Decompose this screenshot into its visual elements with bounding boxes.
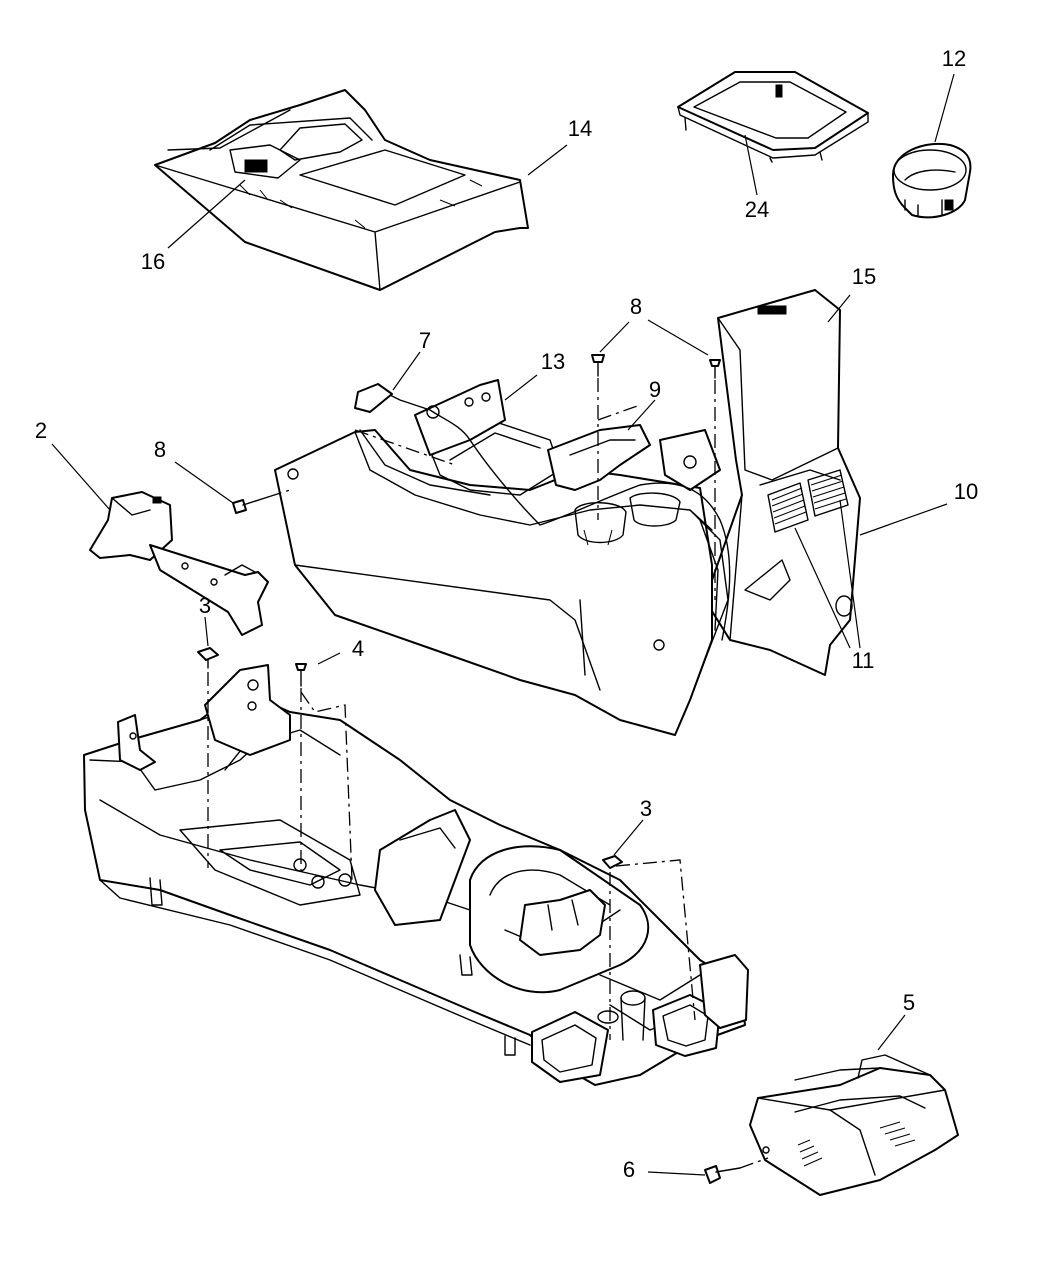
fastener-3-left [197,647,219,669]
fastener-3-right [602,855,623,869]
callout-3-left: 3 [199,593,211,618]
leader-lines [51,73,955,1176]
part-2-bracket [89,491,269,636]
callout-11: 11 [852,648,875,673]
callout-labels: 12 14 16 24 15 8 8 7 13 9 2 8 10 3 4 11 … [35,46,978,1182]
part-13-console-shell [274,379,731,736]
callout-6: 6 [623,1157,635,1182]
callout-24: 24 [745,197,769,222]
fastener-8-center [591,354,605,377]
vent-left [767,482,809,533]
callout-7: 7 [419,328,431,353]
part-12-cup-insert [892,142,972,219]
fastener-8-right [709,359,721,379]
part-15-10-rear-panel [704,289,861,676]
callout-8-center: 8 [630,294,642,319]
callout-9: 9 [649,377,661,402]
callout-12: 12 [942,46,966,71]
fastener-4 [295,663,307,687]
callout-15: 15 [852,264,876,289]
callout-3-right: 3 [640,796,652,821]
callout-16: 16 [141,249,165,274]
part-24-bezel [677,71,869,163]
callout-14: 14 [568,116,592,141]
part-5-rear-trim [749,1054,959,1196]
callout-10: 10 [954,479,978,504]
fastener-8-left [232,496,269,514]
vent-right [807,469,849,517]
callout-8-left: 8 [154,437,166,462]
callout-4: 4 [352,636,364,661]
main-console-base [83,664,749,1086]
callout-5: 5 [903,990,915,1015]
callout-2: 2 [35,418,47,443]
fastener-6 [704,1165,741,1184]
callout-13: 13 [541,349,565,374]
part-14-console-top-trim [154,89,529,291]
installation-lines [207,378,769,1169]
